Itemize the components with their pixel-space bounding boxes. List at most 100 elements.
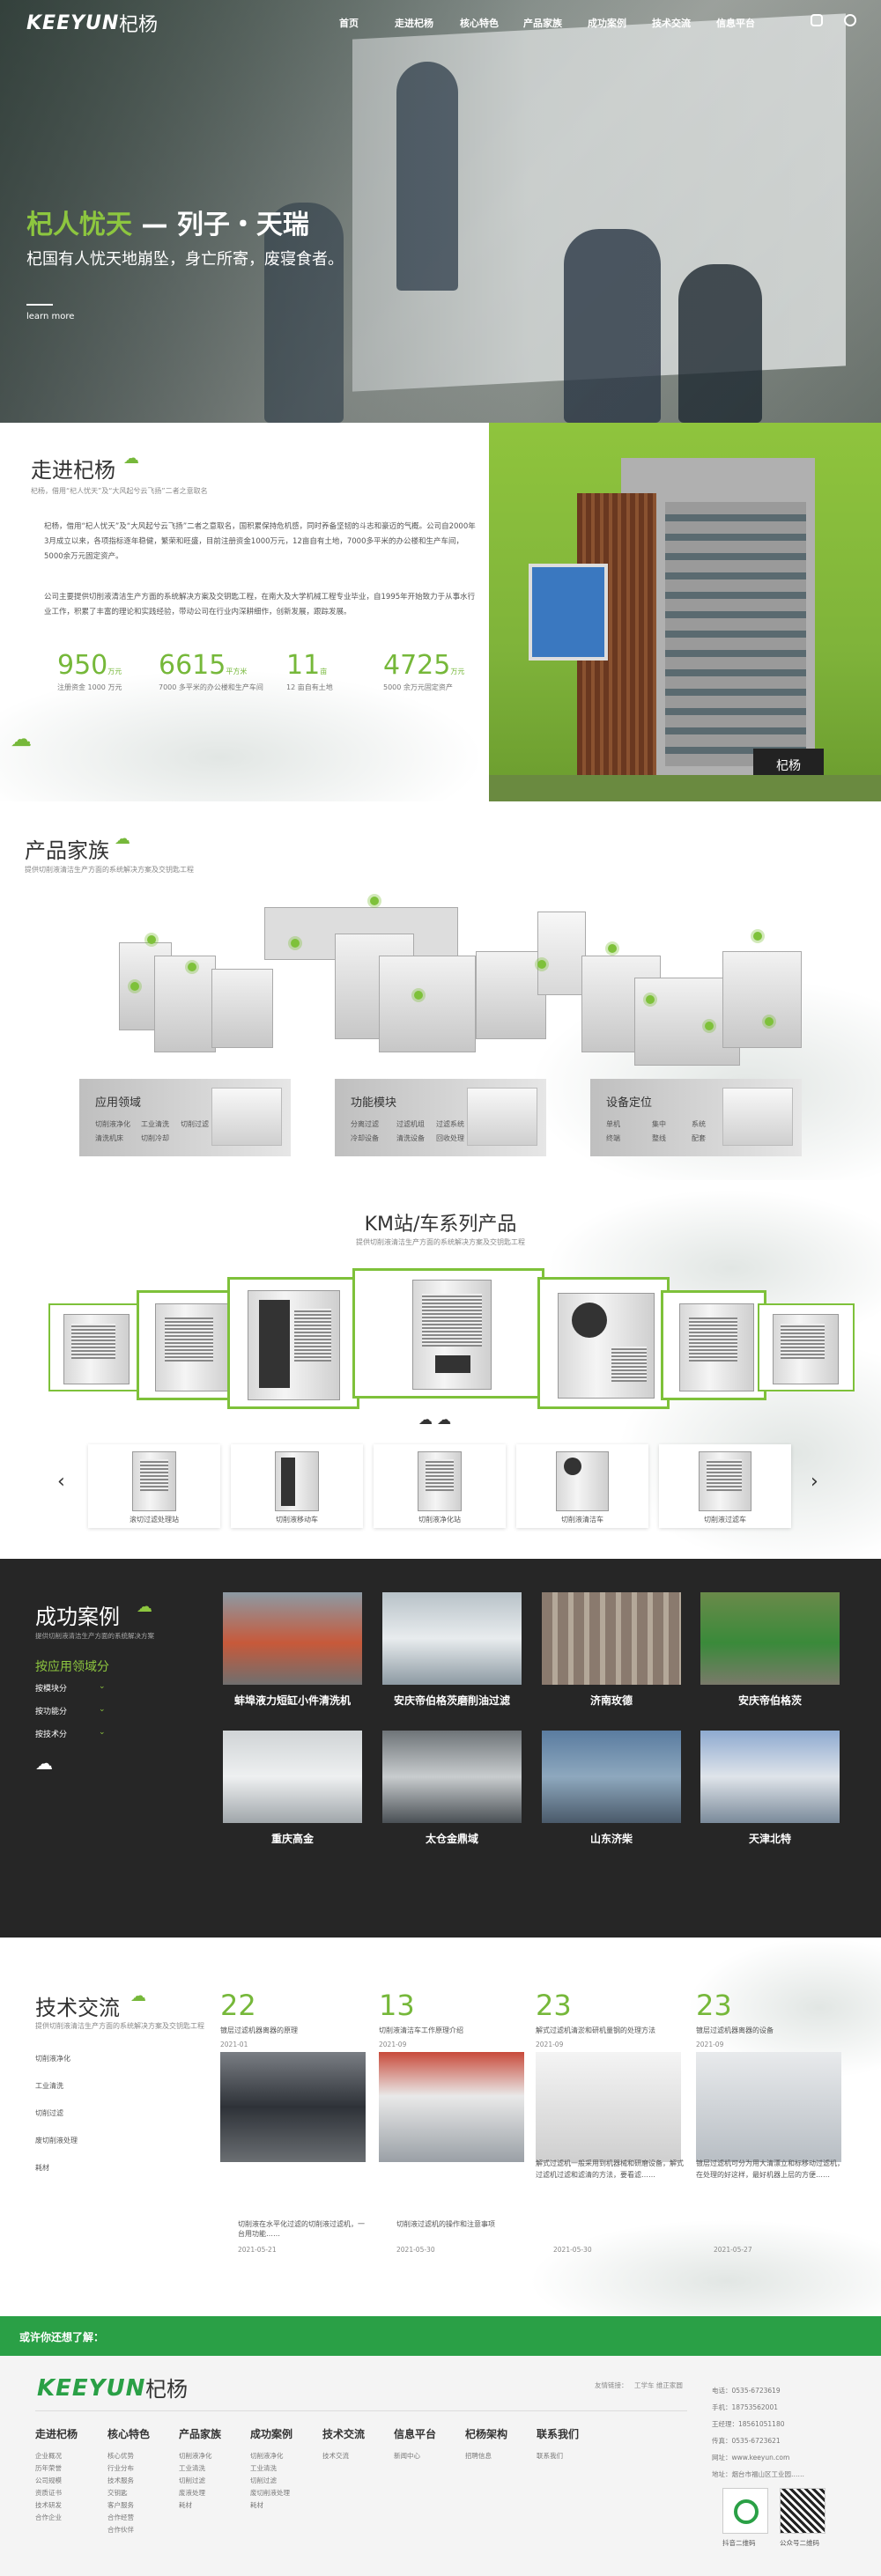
post-image[interactable]: [220, 2052, 366, 2162]
post-title[interactable]: 切削液清洁车工作原理介绍: [379, 2026, 463, 2034]
nav-home[interactable]: 首页: [339, 18, 359, 29]
post-date: 2021-09: [536, 2041, 564, 2048]
post-caption[interactable]: 解式过滤机一般采用到机器械和研磨设备，解式过滤机过滤和滤清的方法，要看滤……: [536, 2159, 684, 2179]
next-arrow-icon[interactable]: ›: [811, 1471, 818, 1493]
qr-label: 公众号二维码: [780, 2539, 819, 2547]
km-thumb[interactable]: 切削液清洁车: [516, 1444, 648, 1528]
nav-features[interactable]: 核心特色: [460, 18, 499, 29]
card-link[interactable]: 单机: [606, 1120, 620, 1128]
case-card[interactable]: 安庆帝伯格茨磨削油过滤: [382, 1592, 522, 1707]
post-caption[interactable]: 镀层过滤机可分为用大清漂立和标移动过滤机，在处理的好这样，最好机器上层的方便……: [696, 2159, 844, 2179]
tech-menu-item[interactable]: 废切削液处理: [35, 2137, 78, 2144]
km-thumb[interactable]: 切削液过滤车: [659, 1444, 791, 1528]
case-card[interactable]: 太仓金鼎域: [382, 1731, 522, 1845]
friend-links[interactable]: 工学车 维正家圆: [634, 2381, 683, 2389]
case-card[interactable]: 蚌埠液力短缸小件清洗机: [223, 1592, 362, 1707]
km-thumb[interactable]: 切削液移动车: [231, 1444, 363, 1528]
filter-module[interactable]: 按模块分: [35, 1685, 68, 1694]
cloud-icon: ☁: [130, 1987, 146, 2005]
tech-menu-item[interactable]: 切削液净化: [35, 2055, 70, 2063]
filter-tech[interactable]: 按技术分: [35, 1731, 68, 1739]
card-link[interactable]: 回收处理: [436, 1134, 464, 1142]
nav-products[interactable]: 产品家族: [523, 18, 562, 29]
km-carousel-item[interactable]: [661, 1290, 766, 1400]
card-link[interactable]: 切削冷却: [141, 1134, 169, 1142]
post-day: 22: [220, 1989, 256, 2022]
km-title: KM站/车系列产品: [364, 1214, 517, 1236]
footer-logo[interactable]: KEEYUN: [37, 2375, 146, 2402]
card-link[interactable]: 配套: [692, 1134, 706, 1142]
km-carousel-item[interactable]: [537, 1277, 670, 1409]
site-logo[interactable]: KEEYUN: [26, 12, 120, 34]
card-link[interactable]: 过滤系统: [436, 1120, 464, 1128]
card-link[interactable]: 清洗设备: [396, 1134, 425, 1142]
filter-function[interactable]: 按功能分: [35, 1708, 68, 1716]
learn-more-link[interactable]: learn more: [26, 312, 75, 321]
about-paragraph-2: 公司主要提供切削液清洁生产方面的系统解决方案及交钥匙工程，在南大及大学机械工程专…: [44, 593, 476, 616]
tech-menu-item[interactable]: 工业清洗: [35, 2082, 63, 2090]
nav-about[interactable]: 走进杞杨: [395, 18, 433, 29]
card-application[interactable]: 应用领域 切削液净化 工业清洗 切削过滤 清洗机床 切削冷却: [79, 1079, 291, 1156]
stat-capital: 950万元 注册资金 1000 万元: [57, 650, 122, 691]
post-caption[interactable]: 切削液过滤机的操作和注意事项: [396, 2220, 495, 2228]
card-link[interactable]: 切削过滤: [181, 1120, 209, 1128]
km-carousel-item[interactable]: [48, 1303, 145, 1391]
case-card[interactable]: 济南玫德: [542, 1592, 681, 1707]
post-image[interactable]: [536, 2052, 681, 2162]
card-link[interactable]: 工业清洗: [141, 1120, 169, 1128]
post-caption[interactable]: 切削液在水平化过滤的切削液过滤机，一台用功能……: [238, 2220, 365, 2238]
top-navigation: KEEYUN 杞杨 首页 走进杞杨 核心特色 产品家族 成功案例 技术交流 信息…: [0, 0, 881, 46]
nav-tech[interactable]: 技术交流: [652, 18, 691, 29]
search-icon[interactable]: [844, 14, 856, 26]
cases-title: 成功案例: [35, 1605, 120, 1629]
nav-info[interactable]: 信息平台: [716, 18, 755, 29]
site-logo-cn: 杞杨: [119, 14, 159, 36]
filter-active[interactable]: 按应用领域分: [35, 1660, 109, 1674]
cloud-icon: ☁: [11, 727, 32, 751]
cases-section: 成功案例 ☁ 提供切削液清洁生产方面的系统解决方案 按应用领域分 按模块分 ⌄ …: [0, 1559, 881, 1938]
post-date: 2021-05-21: [238, 2246, 277, 2254]
case-card[interactable]: 重庆高金: [223, 1731, 362, 1845]
card-function[interactable]: 功能模块 分离过滤 过滤机组 过滤系统 冷却设备 清洗设备 回收处理: [335, 1079, 546, 1156]
chevron-down-icon[interactable]: ⌄: [99, 1728, 106, 1737]
post-title[interactable]: 解式过滤机清淤和研机量钢的处理方法: [536, 2026, 655, 2034]
km-thumb[interactable]: 滚切过滤处理站: [88, 1444, 220, 1528]
card-link[interactable]: 终端: [606, 1134, 620, 1142]
card-link[interactable]: 过滤机组: [396, 1120, 425, 1128]
stat-land: 11亩 12 亩自有土地: [286, 650, 333, 691]
chat-icon[interactable]: [811, 14, 823, 26]
card-link[interactable]: 系统: [692, 1120, 706, 1128]
post-image[interactable]: [379, 2052, 524, 2162]
more-banner-text: 或许你还想了解：: [19, 2331, 105, 2343]
case-card[interactable]: 山东济柴: [542, 1731, 681, 1845]
km-carousel-item[interactable]: [137, 1290, 242, 1400]
post-image[interactable]: [696, 2052, 841, 2162]
footer-col: 杞杨架构 招聘信息: [465, 2428, 508, 2460]
case-card[interactable]: 安庆帝伯格茨: [700, 1592, 840, 1707]
card-position[interactable]: 设备定位 单机 集中 系统 终端 整线 配套: [590, 1079, 802, 1156]
tech-menu-item[interactable]: 耗材: [35, 2164, 49, 2172]
km-carousel-item-active[interactable]: [352, 1268, 544, 1399]
chevron-down-icon[interactable]: ⌄: [99, 1682, 106, 1691]
footer-col: 信息平台 新闻中心: [394, 2428, 437, 2460]
post-title[interactable]: 镀层过滤机器离器的原理: [220, 2026, 298, 2034]
card-link[interactable]: 清洗机床: [95, 1134, 123, 1142]
card-link[interactable]: 集中: [652, 1120, 666, 1128]
tech-menu-item[interactable]: 切削过滤: [35, 2109, 63, 2117]
post-date: 2021-01: [220, 2041, 248, 2048]
banner-image: [529, 564, 608, 661]
nav-cases[interactable]: 成功案例: [588, 18, 626, 29]
card-link[interactable]: 冷却设备: [351, 1134, 379, 1142]
case-card[interactable]: 天津北特: [700, 1731, 840, 1845]
km-carousel-item[interactable]: [758, 1303, 855, 1391]
hero-banner: KEEYUN 杞杨 首页 走进杞杨 核心特色 产品家族 成功案例 技术交流 信息…: [0, 0, 881, 423]
chevron-down-icon[interactable]: ⌄: [99, 1705, 106, 1714]
about-section: 杞杨 走进杞杨 ☁ 杞杨，借用“杞人忧天”及“大风起兮云飞扬”二者之意取名 杞杨…: [0, 423, 881, 801]
prev-arrow-icon[interactable]: ‹: [57, 1471, 65, 1493]
km-carousel-item[interactable]: [227, 1277, 359, 1409]
km-thumb[interactable]: 切削液净化站: [374, 1444, 506, 1528]
post-title[interactable]: 镀层过滤机器离器的设备: [696, 2026, 774, 2034]
card-link[interactable]: 整线: [652, 1134, 666, 1142]
card-link[interactable]: 分离过滤: [351, 1120, 379, 1128]
card-link[interactable]: 切削液净化: [95, 1120, 130, 1128]
